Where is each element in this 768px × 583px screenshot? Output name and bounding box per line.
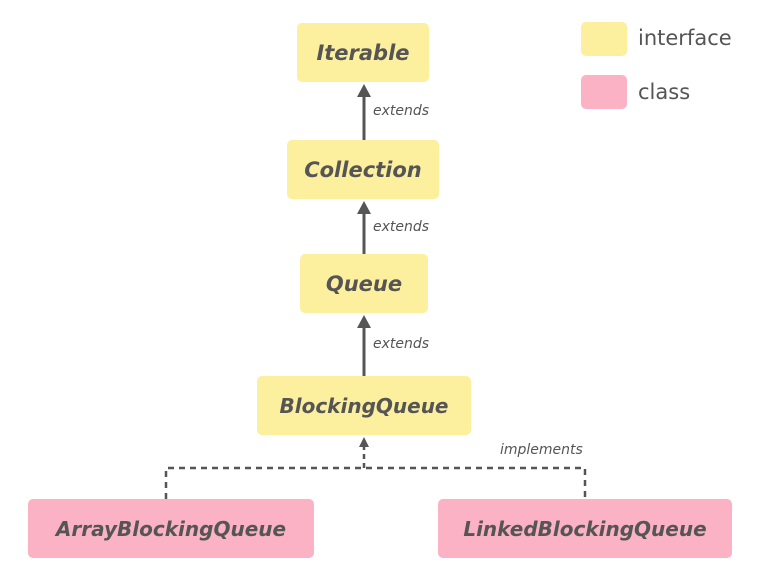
legend-swatch-interface bbox=[581, 22, 627, 56]
legend-label-class: class bbox=[638, 80, 691, 104]
extends-arrow-blockingqueue-to-queue bbox=[357, 315, 371, 376]
node-linked-blocking-queue: LinkedBlockingQueue bbox=[438, 499, 732, 558]
node-blocking-queue: BlockingQueue bbox=[257, 376, 471, 435]
relation-label-extends-3: extends bbox=[373, 336, 430, 352]
node-label-array-blocking-queue: ArrayBlockingQueue bbox=[55, 516, 287, 541]
relation-label-implements: implements bbox=[500, 442, 583, 458]
node-label-queue: Queue bbox=[325, 271, 403, 296]
extends-arrow-queue-to-collection bbox=[357, 201, 371, 254]
legend-label-interface: interface bbox=[638, 26, 732, 50]
legend-swatch-class bbox=[581, 75, 627, 109]
relation-label-extends-1: extends bbox=[373, 103, 430, 119]
node-label-collection: Collection bbox=[304, 157, 422, 182]
node-collection: Collection bbox=[287, 140, 439, 199]
implements-connector bbox=[164, 437, 587, 499]
extends-arrow-collection-to-iterable bbox=[357, 84, 371, 140]
node-array-blocking-queue: ArrayBlockingQueue bbox=[28, 499, 314, 558]
node-iterable: Iterable bbox=[297, 23, 429, 82]
node-label-blocking-queue: BlockingQueue bbox=[279, 393, 449, 418]
node-queue: Queue bbox=[300, 254, 428, 313]
node-label-linked-blocking-queue: LinkedBlockingQueue bbox=[463, 516, 707, 541]
relation-label-extends-2: extends bbox=[373, 219, 430, 235]
node-label-iterable: Iterable bbox=[316, 40, 410, 65]
